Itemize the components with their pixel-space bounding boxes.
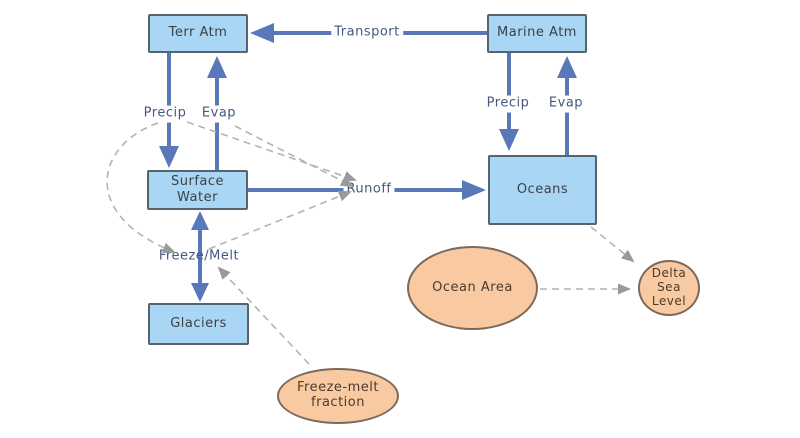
stock-oceans-label: Oceans — [516, 181, 569, 197]
flow-precip-marine[interactable] — [499, 53, 519, 151]
flow-label-evap-terr[interactable]: Evap — [198, 105, 240, 123]
freeze-melt-down-arrowhead-icon — [191, 283, 209, 302]
precip-terr-arrowhead-icon — [159, 146, 179, 168]
stock-oceans[interactable]: Oceans — [488, 155, 597, 225]
flow-label-evap-marine[interactable]: Evap — [545, 95, 587, 113]
stock-marine-atm[interactable]: Marine Atm — [487, 14, 587, 53]
stock-terr-atm-label: Terr Atm — [168, 25, 228, 41]
stock-glaciers-label: Glaciers — [170, 315, 227, 331]
flow-label-precip-marine[interactable]: Precip — [483, 95, 533, 113]
stock-terr-atm[interactable]: Terr Atm — [148, 14, 248, 53]
transport-arrowhead-icon — [250, 23, 274, 43]
converter-freeze-melt-fraction-label: Freeze-melt fraction — [297, 380, 379, 410]
flow-label-runoff[interactable]: Runoff — [343, 181, 395, 199]
precip-marine-arrowhead-icon — [499, 129, 519, 151]
runoff-arrowhead-icon — [462, 180, 486, 200]
flow-freeze-melt[interactable] — [191, 211, 209, 302]
flow-label-freeze-melt[interactable]: Freeze/Melt — [158, 248, 240, 264]
converter-freeze-melt-fraction[interactable]: Freeze-melt fraction — [277, 368, 399, 424]
flow-evap-marine[interactable] — [557, 56, 577, 155]
flow-label-precip-terr[interactable]: Precip — [140, 105, 190, 123]
evap-marine-arrowhead-icon — [557, 56, 577, 78]
converter-ocean-area[interactable]: Ocean Area — [407, 246, 538, 330]
converter-ocean-area-label: Ocean Area — [432, 279, 513, 295]
converter-delta-sea-level-label: Delta Sea Level — [651, 266, 687, 308]
stock-glaciers[interactable]: Glaciers — [148, 303, 249, 345]
freeze-melt-up-arrowhead-icon — [191, 211, 209, 230]
flow-label-transport[interactable]: Transport — [331, 24, 403, 42]
evap-terr-arrowhead-icon — [207, 56, 227, 78]
stock-marine-atm-label: Marine Atm — [497, 25, 577, 41]
stock-surface-water[interactable]: Surface Water — [147, 170, 248, 210]
stock-surface-water-label: Surface Water — [170, 173, 225, 205]
converter-delta-sea-level[interactable]: Delta Sea Level — [638, 260, 700, 316]
